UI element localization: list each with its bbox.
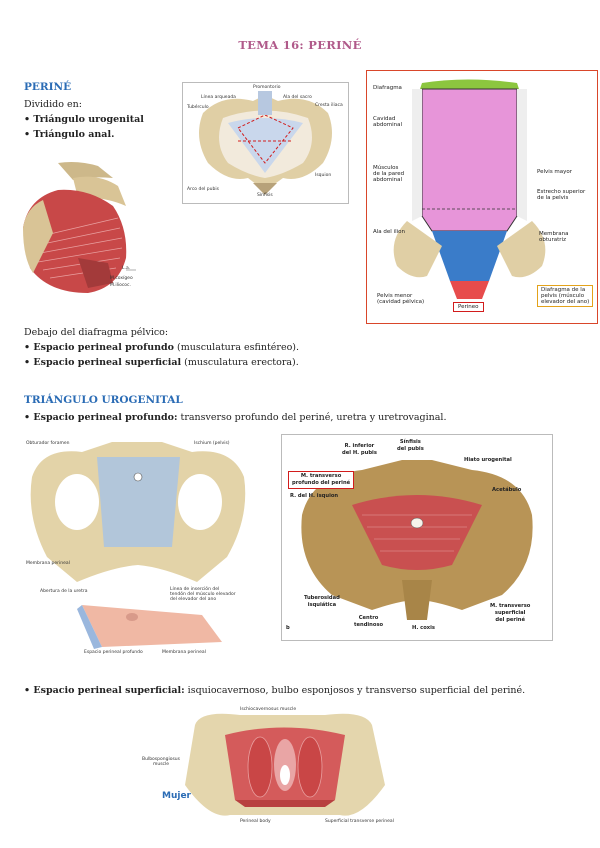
label-cavidad: Cavidad abdominal: [373, 116, 402, 128]
figure-transverse: R. inferior del H. pubis Sínfisis del pu…: [281, 434, 553, 641]
label-obturador: Obturador foramen: [26, 441, 70, 446]
section-heading-perine: PERINÉ: [24, 81, 72, 93]
label-espacio-profundo: Espacio perineal profundo: [84, 650, 143, 655]
label-linea: Línea arqueada: [201, 95, 236, 100]
figure-cavity: Diafragma Cavidad abdominal Músculos de …: [366, 70, 598, 324]
urogenital-superficial-text: • Espacio perineal superficial: isquioca…: [24, 685, 526, 696]
label-pelvis-menor: Pelvis menor (cavidad pélvica): [377, 293, 425, 305]
label-centro: Centro tendinoso: [354, 615, 384, 628]
label-mtrans-profundo: M. transverso profundo del periné: [288, 471, 355, 489]
label-diafragma: Diafragma: [373, 85, 402, 91]
label-superficial-transverse: Superficial transverse perineal: [325, 819, 394, 824]
label-perineo: Perineo: [453, 302, 484, 312]
figure-sagittal-pelvis: L.a. M.coxígeo M.iliococ.: [18, 158, 140, 298]
label-isquiocavernoso: Ischiocavernosus muscle: [240, 707, 297, 712]
label-tuberosidad: Tuberosidad isquiática: [304, 595, 340, 608]
label-arco: Arco del pubis: [187, 187, 219, 192]
label-membrana-perineal-2: Membrana perineal: [162, 650, 206, 655]
label-sinfisis-pubis: Sínfisis del pubis: [397, 439, 424, 452]
label-risquion: R. del H. isquion: [290, 493, 339, 499]
label-apertura: Abertura de la uretra: [40, 589, 88, 594]
label-msup: M. transverso superficial del periné: [490, 603, 531, 623]
urogenital-deep-text: • Espacio perineal profundo: transverso …: [24, 412, 447, 423]
diaphragm-text: Debajo del diafragma pélvico: • Espacio …: [24, 325, 584, 370]
label-ala-ilion: Ala del ilion: [373, 229, 405, 235]
label-pelvis-mayor: Pelvis mayor: [537, 169, 573, 175]
label-ala-sacro: Ala del sacro: [283, 95, 312, 100]
figure-pelvis-top: Promontorio Línea arqueada Ala del sacro…: [182, 82, 349, 204]
label-isquion: Isquion: [315, 173, 332, 178]
space-superficial: • Espacio perineal superficial (musculat…: [24, 357, 299, 368]
label-diafragma-pelvis: Diafragma de la pelvis (músculo elevador…: [537, 285, 594, 307]
label-coxis: H. coxis: [412, 625, 435, 631]
label-perineal-body: Perineal body: [240, 819, 271, 824]
space-deep: • Espacio perineal profundo (musculatura…: [24, 342, 300, 353]
label-ischium: Ischium (pelvis): [194, 441, 230, 446]
section-heading-urogenital: TRIÁNGULO UROGENITAL: [24, 394, 183, 406]
perine-intro: Dividido en:: [24, 99, 82, 110]
diaphragm-intro: Debajo del diafragma pélvico:: [24, 327, 169, 338]
label-acetabulo: Acetábulo: [492, 487, 522, 493]
label-sinfisis: Sínfisis: [257, 193, 273, 198]
label-hiato: Hiato urogenital: [464, 457, 512, 463]
label-b: b: [286, 625, 290, 631]
label-estrecho: Estrecho superior de la pelvis: [537, 189, 586, 201]
page-title: TEMA 16: PERINÉ: [238, 38, 362, 52]
perine-text: Dividido en: • Triángulo urogenital • Tr…: [24, 97, 144, 142]
label-linea-insercion: Línea de inserción del tendón del múscul…: [170, 587, 236, 602]
figure-superficial: Ischiocavernosus muscle Bulbospongiosus …: [140, 705, 425, 830]
label-membrana: Membrana obturatriz: [539, 231, 569, 243]
label-bulboesponjoso: Bulbospongiosus muscle: [142, 757, 181, 767]
figure-deep-space: Obturador foramen Ischium (pelvis) Membr…: [22, 437, 254, 662]
perine-item-anal: • Triángulo anal.: [24, 129, 115, 140]
label-promontorio: Promontorio: [253, 85, 281, 90]
label-membrana-perineal: Membrana perineal: [26, 561, 70, 566]
label-rinf: R. inferior del H. pubis: [342, 443, 377, 456]
label-musculos: Músculos de la pared abdominal: [373, 165, 405, 183]
label-mujer: Mujer: [162, 791, 191, 801]
perine-item-urogenital: • Triángulo urogenital: [24, 114, 144, 125]
label-tuberculo: Tubérculo: [187, 105, 209, 110]
label-cresta: Cresta iliaca: [315, 103, 343, 108]
